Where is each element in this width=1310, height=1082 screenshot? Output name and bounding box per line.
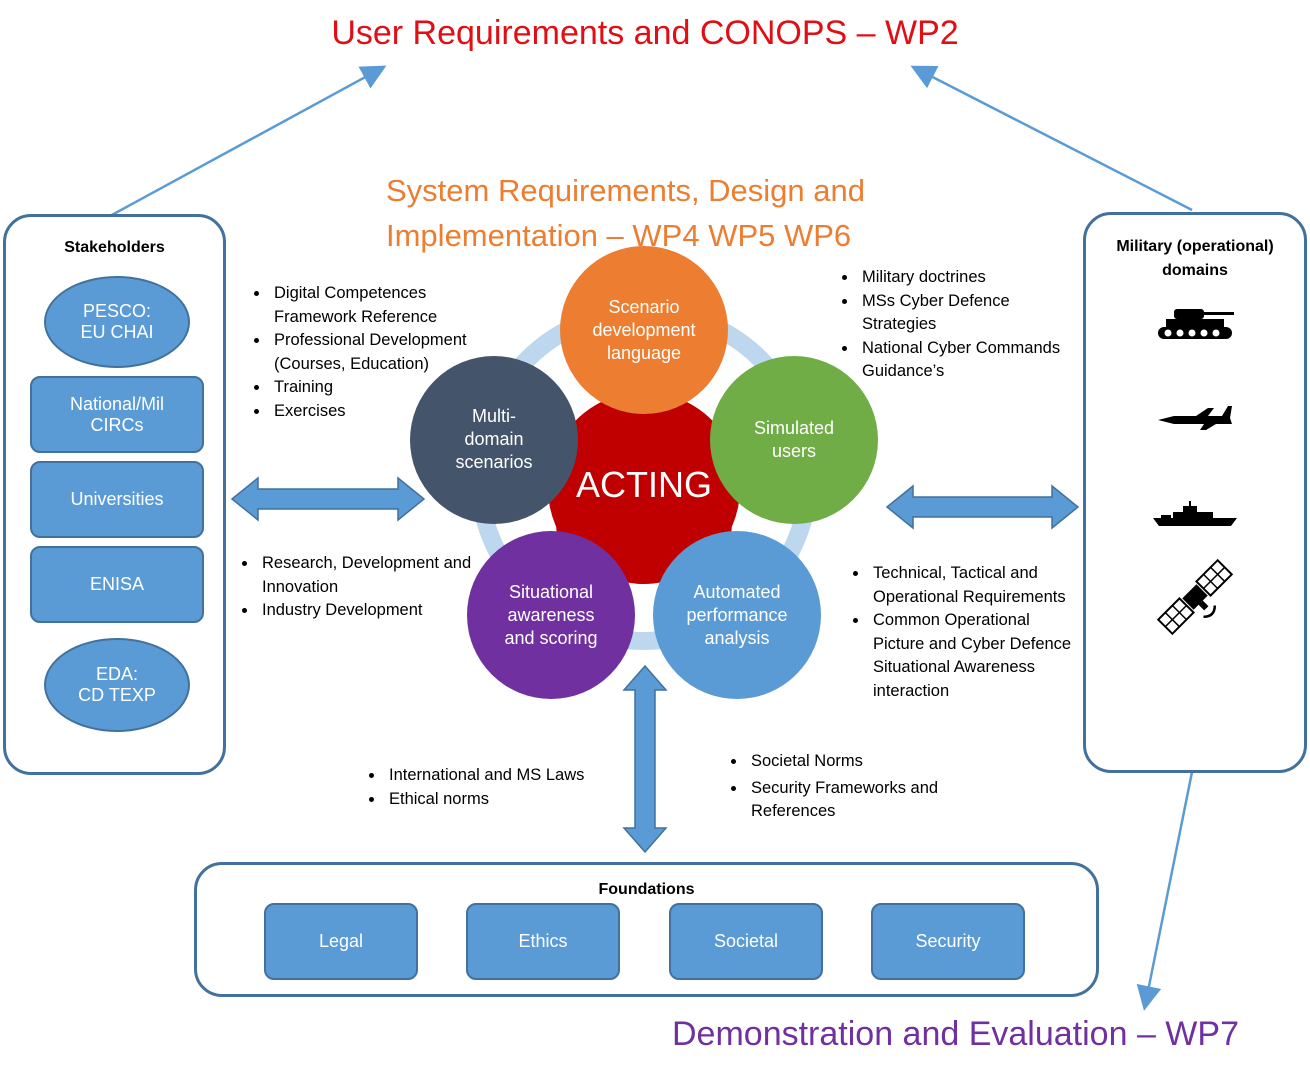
- acting-label: ACTING: [575, 464, 712, 505]
- stakeholder-eda-line1: EDA:: [95, 664, 138, 684]
- node-right-line2: users: [771, 441, 816, 461]
- stakeholders-heading: Stakeholders: [64, 239, 165, 256]
- stakeholder-national-line2: CIRCs: [90, 414, 144, 435]
- military-to-wp7-arrow: [1136, 771, 1194, 1011]
- node-left-line3: scenarios: [455, 452, 533, 472]
- node-left-line1: Multi-: [472, 406, 516, 426]
- bullet-item: Societal Norms: [747, 750, 977, 774]
- bullet-item: Professional Development(Courses, Educat…: [270, 329, 500, 376]
- foundations-heading: Foundations: [598, 881, 695, 898]
- vertical-double-arrow: [622, 664, 668, 854]
- node-right-label: Simulated users: [710, 417, 878, 463]
- bullet-item: Military doctrines: [858, 266, 1088, 290]
- node-top-circle: [560, 246, 728, 414]
- wp2-title: User Requirements and CONOPS – WP2: [331, 14, 959, 52]
- stakeholder-enisa-label: ENISA: [89, 574, 145, 594]
- node-bottom-right-circle: [653, 531, 821, 699]
- right-double-arrow: [885, 484, 1080, 530]
- bullets-bottom-right: Societal Norms Security Frameworks andRe…: [717, 750, 977, 824]
- warship-icon: [1153, 501, 1237, 526]
- acting-core-fill: [548, 392, 740, 584]
- stakeholders-to-wp2-arrow: [109, 65, 387, 218]
- node-bottom-left-line3: and scoring: [504, 628, 598, 648]
- bullet-item: Exercises: [270, 400, 500, 424]
- node-right-circle: [710, 356, 878, 524]
- wp456-title: System Requirements, Design and Implemen…: [386, 168, 865, 258]
- military-heading: Military (operational) domains: [1086, 235, 1304, 283]
- stakeholder-universities: Universities: [30, 461, 204, 538]
- bullet-item: International and MS Laws: [385, 764, 615, 788]
- node-bottom-left-line1: Situational: [508, 582, 594, 602]
- bullet-item: Training: [270, 376, 500, 400]
- wp456-title-line2: Implementation – WP4 WP5 WP6: [386, 218, 852, 253]
- node-top-line3: language: [606, 343, 682, 363]
- node-bottom-right-label: Automated performance analysis: [653, 581, 821, 650]
- military-heading-line1: Military (operational): [1116, 238, 1274, 255]
- stakeholder-pesco-line1: PESCO:: [82, 301, 151, 321]
- node-right-line1: Simulated: [753, 418, 835, 438]
- node-bottom-left-label: Situational awareness and scoring: [467, 581, 635, 650]
- node-bottom-right-line1: Automated: [693, 582, 781, 602]
- node-top-label: Scenario development language: [560, 296, 728, 365]
- node-left-label: Multi- domain scenarios: [410, 405, 578, 474]
- bullet-item: Industry Development: [258, 599, 498, 623]
- stakeholder-pesco: PESCO:EU CHAI: [44, 276, 190, 368]
- stakeholder-enisa: ENISA: [30, 546, 204, 623]
- node-left-line2: domain: [464, 429, 524, 449]
- foundation-ethics-label: Ethics: [518, 931, 568, 951]
- satellite-icon: [1156, 558, 1234, 636]
- node-bottom-left-circle: [467, 531, 635, 699]
- left-double-arrow: [230, 476, 426, 522]
- bullets-bottom-left: International and MS Laws Ethical norms: [355, 764, 615, 811]
- military-panel: Military (operational) domains: [1083, 212, 1307, 773]
- foundation-ethics: Ethics: [466, 903, 620, 980]
- stakeholder-eda: EDA:CD TEXP: [44, 638, 190, 732]
- node-bottom-right-line3: analysis: [704, 628, 770, 648]
- stakeholder-national-line1: National/Mil: [69, 393, 165, 414]
- node-bottom-left-line2: awareness: [507, 605, 595, 625]
- bullet-item: Ethical norms: [385, 788, 615, 812]
- military-heading-line2: domains: [1162, 262, 1228, 279]
- node-left-circle: [410, 356, 578, 524]
- foundation-legal: Legal: [264, 903, 418, 980]
- node-top-line1: Scenario: [608, 297, 680, 317]
- acting-cycle: [410, 246, 878, 699]
- wp456-title-line1: System Requirements, Design and: [386, 173, 866, 208]
- stakeholder-universities-label: Universities: [70, 489, 164, 509]
- foundation-societal: Societal: [669, 903, 823, 980]
- tank-icon: [1158, 309, 1234, 339]
- wp7-title: Demonstration and Evaluation – WP7: [672, 1015, 1239, 1053]
- bullets-top-right: Military doctrines MSs Cyber DefenceStra…: [828, 266, 1088, 384]
- foundation-security: Security: [871, 903, 1025, 980]
- fighter-jet-icon: [1158, 406, 1232, 430]
- foundation-legal-label: Legal: [318, 931, 364, 951]
- foundation-societal-label: Societal: [713, 931, 779, 951]
- military-to-wp2-arrow: [910, 65, 1193, 212]
- node-top-line2: development: [592, 320, 696, 340]
- stakeholder-eda-line2: CD TEXP: [78, 685, 156, 705]
- foundation-security-label: Security: [915, 931, 981, 951]
- stakeholder-pesco-line2: EU CHAI: [80, 322, 154, 342]
- node-bottom-right-line2: performance: [686, 605, 788, 625]
